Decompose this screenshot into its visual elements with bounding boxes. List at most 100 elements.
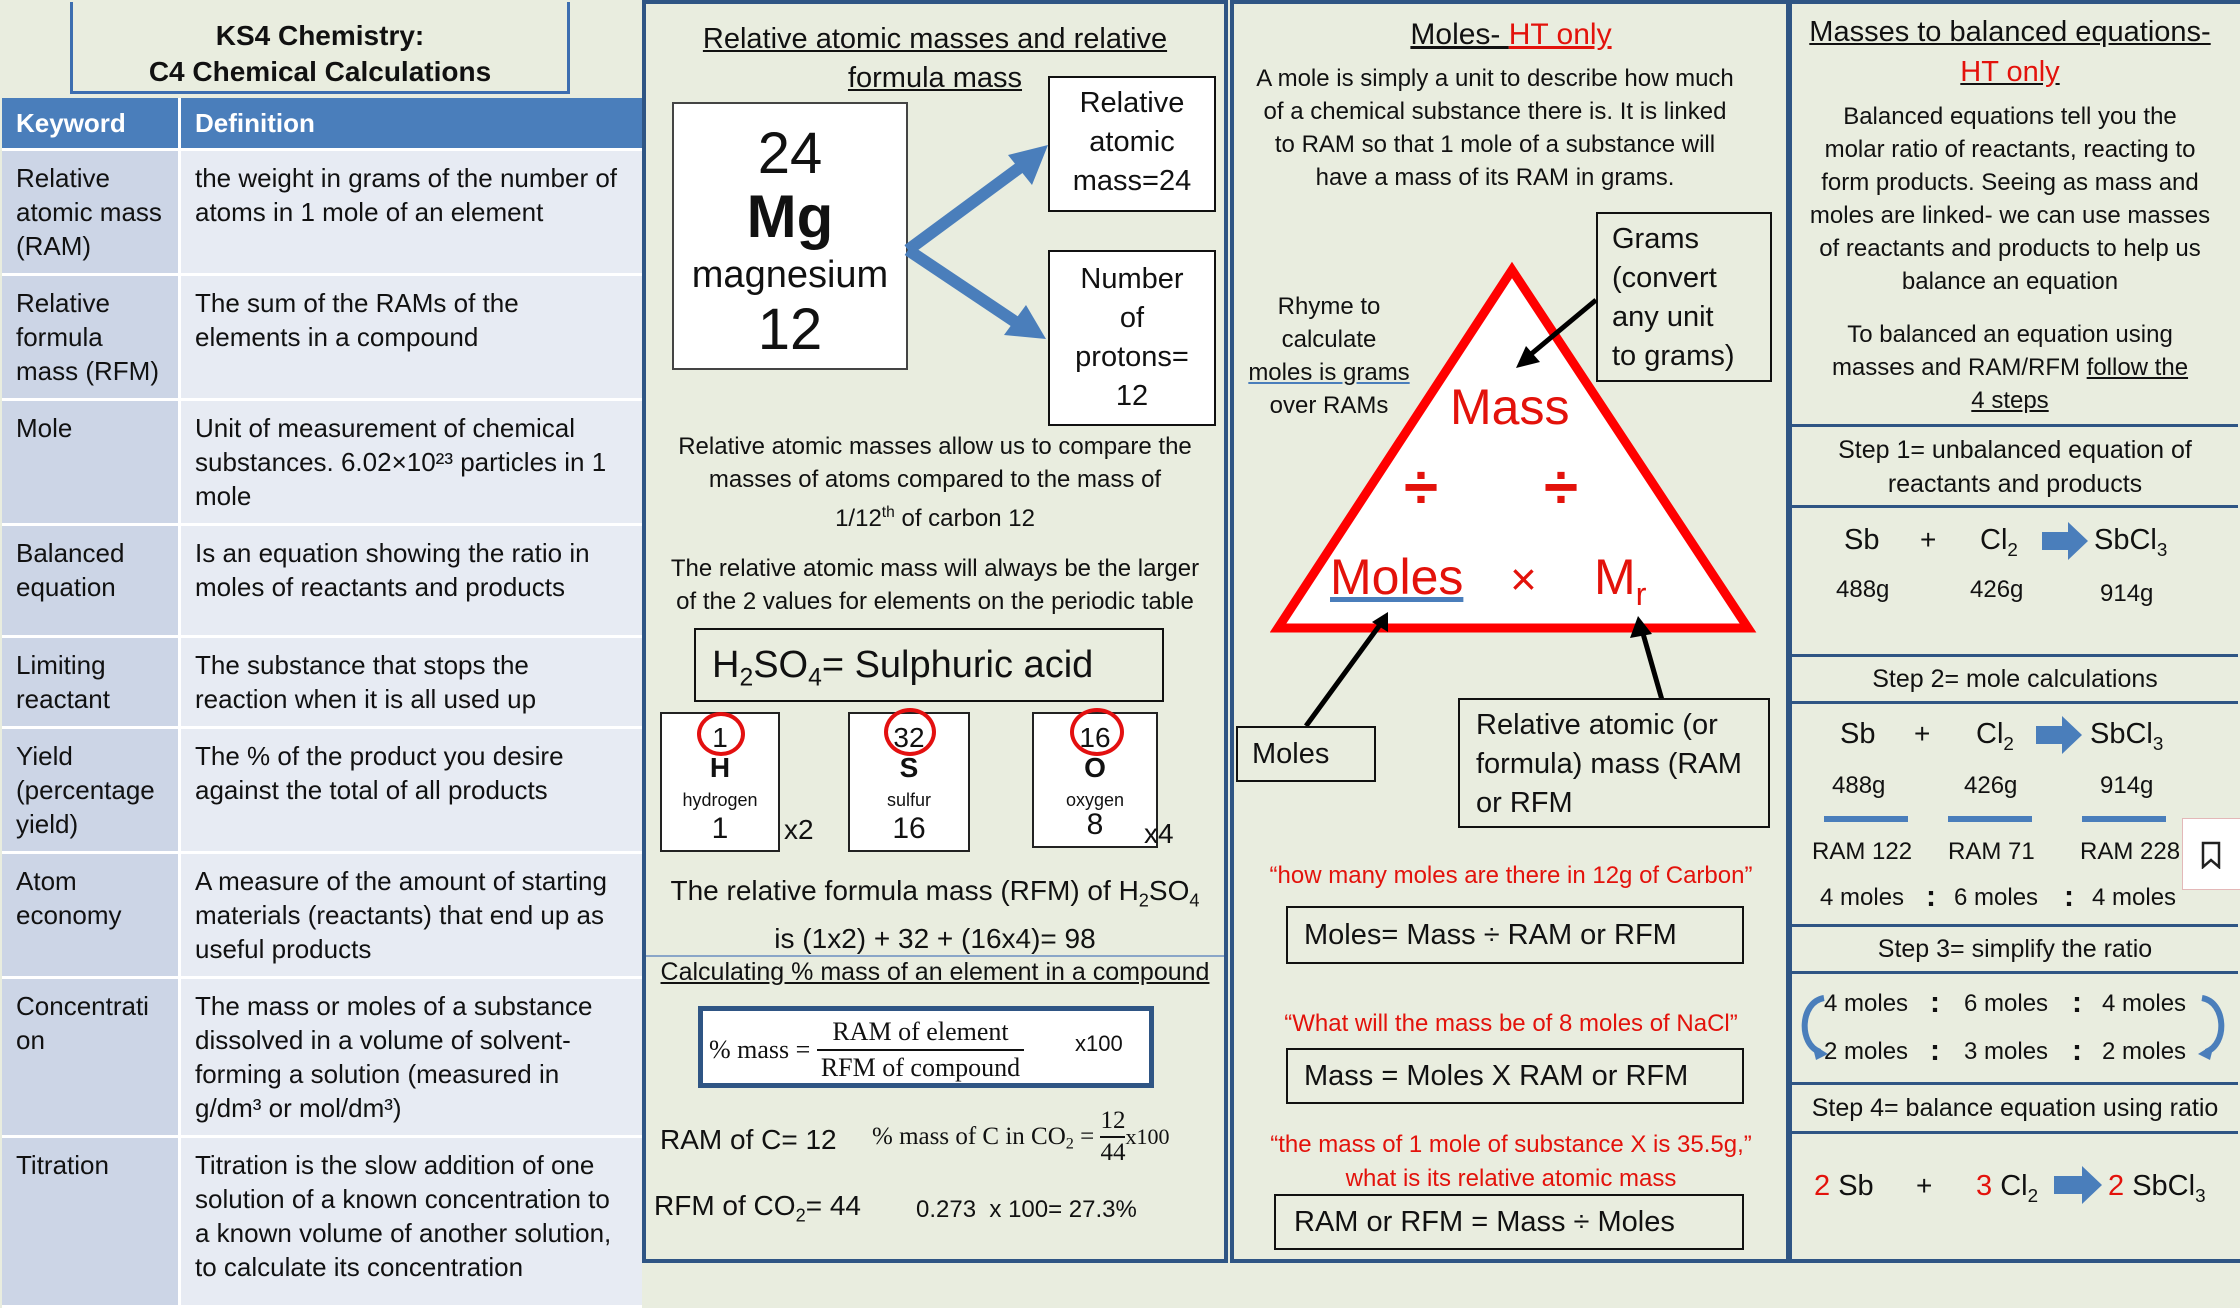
divider-bar <box>2082 816 2166 822</box>
pct-c-times: x100 <box>1125 1124 1170 1149</box>
tile-symbol: H <box>709 752 731 783</box>
intro2-underlined: follow the <box>2086 354 2189 381</box>
ratio-colon: : <box>1930 1034 1940 1067</box>
panel-balanced-equations <box>1788 0 2240 1263</box>
pct-label: % mass = <box>709 1035 811 1064</box>
coef-sb: 2 <box>1814 1170 1831 1202</box>
moles-intro: A mole is simply a unit to describe how … <box>1236 62 1754 194</box>
intro-line: moles are linked- we can use masses <box>1809 202 2211 229</box>
eq4-plus: + <box>1916 1170 1933 1201</box>
pct-denominator: RFM of compound <box>820 1053 1021 1082</box>
question-1: “how many moles are there in 12g of Carb… <box>1269 862 1753 889</box>
tile-name: sulfur <box>886 790 931 810</box>
intro-line: balance an equation <box>1901 268 2119 295</box>
ratio-top-sbcl: 4 moles <box>2102 990 2187 1017</box>
triangle-moles: Moles <box>1330 549 1464 605</box>
page-title-line1: KS4 Chemistry: <box>215 20 425 51</box>
para-fraction: 1/12 <box>835 505 882 532</box>
page-title: KS4 Chemistry: C4 Chemical Calculations <box>70 18 570 90</box>
ram-cl: RAM 71 <box>1948 838 2035 865</box>
box-ram-line: Relative <box>1079 87 1185 119</box>
rfm-line2: is (1x2) + 32 + (16x4)= 98 <box>774 922 1096 954</box>
keyword-cell: Balanced equation <box>2 524 181 638</box>
curved-arrow-icon <box>2198 995 2225 1060</box>
definition-cell: A measure of the amount of starting mate… <box>179 852 642 979</box>
table-row: Yield (percentage yield)The % of the pro… <box>2 727 642 854</box>
tile-symbol: Mg <box>746 183 834 250</box>
eq2-sbcl: SbCl3 <box>2090 718 2163 755</box>
keyword-cell: Atom economy <box>2 852 181 979</box>
moles-sbcl: 4 moles <box>2092 884 2177 911</box>
moles-sb: 4 moles <box>1820 884 1905 911</box>
acid-sub: 4 <box>808 664 822 692</box>
step-1-line: reactants and products <box>1887 470 2143 498</box>
balanced-intro: Balanced equations tell you the molar ra… <box>1792 100 2228 298</box>
intro2-text: masses and RAM/RFM <box>1831 354 2087 381</box>
acid-name: = Sulphuric acid <box>821 644 1094 686</box>
rfm-sentence: The relative formula mass (RFM) of H2SO4… <box>650 872 1220 958</box>
mass-sb: 488g <box>1832 772 1886 799</box>
step-3-box: Step 3= simplify the ratio <box>1792 924 2238 974</box>
divider-bar <box>1948 816 2032 822</box>
cl-sub: 2 <box>2007 538 2018 560</box>
moles-cl: 6 moles <box>1954 884 2039 911</box>
keyword-cell: Limiting reactant <box>2 636 181 729</box>
mass-cl: 426g <box>1964 772 2018 799</box>
cl-sub: 2 <box>2027 1184 2039 1206</box>
balanced-title-ht: HT only <box>1960 56 2060 88</box>
eq1-cl: Cl2 <box>1980 524 2018 561</box>
ratio-colon: : <box>1926 880 1936 913</box>
cl-text: Cl <box>1976 718 2004 750</box>
pct-c-numerator: 12 <box>1100 1106 1126 1138</box>
ram-box-line: or RFM <box>1476 787 1573 819</box>
table-row: Relative atomic mass (RAM)the weight in … <box>2 149 642 276</box>
cl-text: Cl <box>2000 1170 2028 1202</box>
moles-title-a: Moles- <box>1410 18 1509 51</box>
keyword-cell: Relative formula mass (RFM) <box>2 274 181 401</box>
pct-c-fraction: 12 44 <box>1100 1106 1126 1168</box>
sbcl-text: SbCl <box>2132 1170 2196 1202</box>
keyword-cell: Concentrati on <box>2 977 181 1138</box>
tile-symbol: O <box>1084 752 1106 783</box>
arrow-right-icon <box>904 145 1048 339</box>
pointer-arrows <box>1303 298 1665 728</box>
bookmark-tab[interactable] <box>2182 818 2240 890</box>
pct-carbon: % mass of C in CO2 = 12 44 x100 <box>872 1106 1169 1168</box>
step-4-box: Step 4= balance equation using ratio <box>1792 1082 2238 1134</box>
header-keyword: Keyword <box>2 98 181 151</box>
coef-sbcl: 2 <box>2108 1170 2125 1202</box>
tile-bottom: 8 <box>1086 808 1104 841</box>
balanced-title-a: Masses to balanced equations- <box>1809 16 2211 48</box>
intro-line: molar ratio of reactants, reacting to <box>1824 136 2196 163</box>
intro-line: form products. Seeing as mass and <box>1821 169 2199 196</box>
para-line: The relative atomic mass will always be … <box>670 555 1200 582</box>
question-3-line: what is its relative atomic mass <box>1345 1165 1677 1192</box>
rfm-co2: RFM of CO2= 44 <box>654 1190 861 1227</box>
ratio-top-sb: 4 moles <box>1824 990 1909 1017</box>
box-relative-atomic-mass: Relative atomic mass=24 <box>1048 76 1216 212</box>
box-protons-line: of <box>1119 302 1145 334</box>
intro-line: to RAM so that 1 mole of a substance wil… <box>1274 131 1716 158</box>
mass-cl: 426g <box>1970 576 2024 603</box>
question-3: “the mass of 1 mole of substance X is 35… <box>1236 1128 1786 1196</box>
tile-bottom: 16 <box>892 812 926 845</box>
arrow-right-icon <box>2042 522 2088 560</box>
rhyme-line: calculate <box>1281 326 1377 353</box>
ram-sb: RAM 122 <box>1812 838 1913 865</box>
ratio-colon: : <box>2072 1034 2082 1067</box>
ratio-bottom-sb: 2 moles <box>1824 1038 1909 1065</box>
eq2-cl: Cl2 <box>1976 718 2014 755</box>
cl-sub: 2 <box>2003 732 2014 754</box>
grams-line: to grams) <box>1612 340 1735 372</box>
sulphuric-acid-box: H2SO4= Sulphuric acid <box>694 628 1164 702</box>
keyword-table: Keyword Definition Relative atomic mass … <box>2 98 642 1308</box>
tile-name: hydrogen <box>682 790 758 810</box>
rfm-co2-text: = 44 <box>805 1190 861 1221</box>
pct-times: x100 <box>1075 1031 1123 1056</box>
section-title-line2: formula mass <box>847 62 1023 94</box>
intro-line: Balanced equations tell you the <box>1843 103 2177 130</box>
